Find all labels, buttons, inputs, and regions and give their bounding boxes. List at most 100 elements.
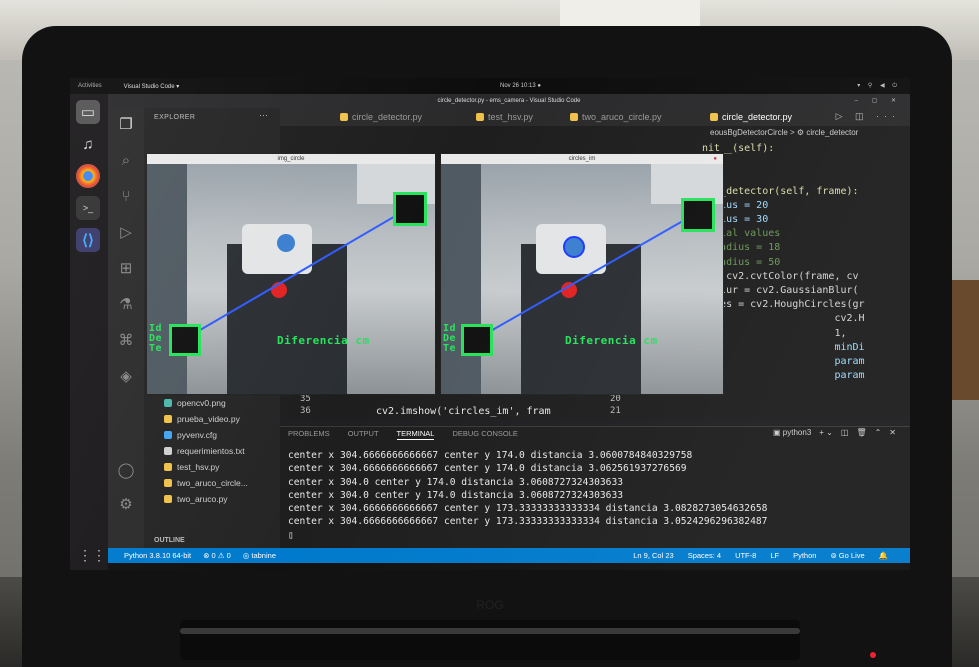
run-debug-icon[interactable]: ▷ [120,224,132,241]
gnome-top-bar: Activities Visual Studio Code ▾ Nov 26 1… [70,78,910,94]
code-line: cv2.imshow('circles_im', fram [376,406,551,417]
file-icon [164,399,172,407]
overlay-text: Diferencia cm [565,334,658,347]
opencv-window-img-circle[interactable]: img_circle Diferencia cm Id De Te [146,153,436,395]
aruco-marker [461,324,493,356]
terminal-line: center x 304.6666666666667 center y 174.… [288,463,687,475]
account-icon[interactable]: ◯ [117,462,135,479]
problems-count[interactable]: ⊗ 0 ⚠ 0 [203,551,231,560]
eol[interactable]: LF [770,551,780,560]
terminal-line: ▯ [288,529,294,541]
terminal-icon[interactable]: >_ [76,196,100,220]
close-icon[interactable]: ✕ [889,428,896,437]
code-line: s [702,156,865,170]
code-line: Radius = 20 [702,199,769,211]
trash-icon[interactable]: 🗑 [856,428,867,437]
tab-circle-detector-active[interactable]: circle_detector.py [710,108,792,126]
more-actions-icon[interactable]: ··· [259,110,268,120]
outline-section[interactable]: OUTLINE [154,537,185,544]
files-icon[interactable]: ▭ [76,100,100,124]
terminal-line: center x 304.6666666666667 center y 173.… [288,503,768,515]
clock[interactable]: Nov 26 10:13 ● [500,83,541,89]
status-bar: Python 3.8.10 64-bit ⊗ 0 ⚠ 0 ◎ tabnine L… [108,548,910,563]
tab-two-aruco-circle[interactable]: two_aruco_circle.py [570,108,662,126]
explorer-file-item[interactable]: prueba_video.py [164,414,240,424]
python-icon[interactable]: ⌘ [118,332,134,349]
overlay-text: Id De Te [149,323,163,354]
code-line: rcles = cv2.HoughCircles(gr [702,299,865,311]
python-file-icon [710,113,718,121]
window-controls[interactable]: – ▢ ✕ [854,98,902,104]
cursor-position[interactable]: Ln 9, Col 23 [633,551,674,560]
tab-output[interactable]: OUTPUT [347,429,379,438]
terminal-shell-select[interactable]: ▣ python3 [773,428,812,437]
code-line: param [702,370,865,382]
aruco-marker [169,324,201,356]
extensions-icon[interactable]: ⊞ [119,260,133,277]
bell-icon[interactable]: 🔔 [878,551,888,560]
ubuntu-dock: ▭ ♫ >_ ⟨⟩ ⋮⋮⋮ [70,94,120,570]
new-terminal-icon[interactable]: + ⌄ [819,428,833,437]
file-icon [164,479,172,487]
file-name: requerimientos.txt [177,446,245,456]
line-number: 20 [610,394,621,404]
file-name: pyvenv.cfg [177,430,218,440]
go-live-button[interactable]: ⊚ Go Live [830,551,865,560]
laptop-brand-mark: ROG [476,598,504,612]
tab-circle-detector[interactable]: circle_detector.py [340,108,422,126]
blue-ball [277,234,295,252]
terminal-actions: ▣ python3 + ⌄ ◫ 🗑 ⌃ ✕ [773,428,896,437]
explorer-file-item[interactable]: test_hsv.py [164,462,219,472]
language-mode[interactable]: Python [793,551,817,560]
file-name: test_hsv.py [177,462,220,472]
editor-visible-lines[interactable]: 35 36 cv2.imshow('circles_im', fram 20 2… [280,394,700,420]
activities-button[interactable]: Activities [78,83,102,89]
app-menu[interactable]: Visual Studio Code ▾ [123,83,180,90]
close-icon[interactable]: ● [713,156,717,162]
code-area[interactable]: nit__(self):s cle_detector(self, frame):… [702,142,865,383]
chevron-up-icon[interactable]: ⌃ [874,428,882,437]
code-line: cle_detector(self, frame): [702,185,859,197]
python-interpreter[interactable]: Python 3.8.10 64-bit [124,551,192,560]
source-control-icon[interactable]: ⑂ [121,187,131,205]
line-number: 21 [610,406,621,416]
indentation[interactable]: Spaces: 4 [687,551,722,560]
opencv-window-circles-im[interactable]: circles_im● Diferencia cm Id De Te [440,153,724,395]
explorer-file-item[interactable]: two_aruco.py [164,494,228,504]
remote-icon[interactable]: ◈ [120,368,132,385]
explorer-file-item[interactable]: opencv0.png [164,398,226,408]
split-terminal-icon[interactable]: ◫ [840,428,849,437]
code-line: nit__(self): [702,143,775,154]
code-line: y = cv2.cvtColor(frame, cv [702,270,859,282]
settings-gear-icon[interactable]: ⚙ [119,496,133,513]
explorer-file-item[interactable]: two_aruco_circle... [164,478,248,488]
file-name: prueba_video.py [177,414,240,424]
editor-actions[interactable]: ▷ ◫ ··· [835,111,900,121]
terminal-line: center x 304.6666666666667 center y 174.… [288,450,693,461]
screen-bottom [108,563,910,570]
file-icon [164,447,172,455]
tab-test-hsv[interactable]: test_hsv.py [476,108,533,126]
code-line: Radius = 30 [702,214,769,226]
explorer-file-item[interactable]: pyvenv.cfg [164,430,217,440]
system-tray[interactable]: ▾ ⚲ ◀ ⏻ [857,83,900,89]
encoding[interactable]: UTF-8 [735,551,757,560]
search-icon[interactable]: ⌕ [121,151,131,169]
tab-problems[interactable]: PROBLEMS [288,429,330,438]
rhythmbox-icon[interactable]: ♫ [82,135,94,153]
tab-debug-console[interactable]: DEBUG CONSOLE [452,429,518,438]
distance-line [474,213,696,341]
tabnine-status[interactable]: ◎ tabnine [242,551,276,560]
explorer-file-item[interactable]: requerimientos.txt [164,446,245,456]
chrome-icon[interactable] [76,164,100,188]
code-line: y_blur = cv2.GaussianBlur( [702,285,859,297]
explorer-icon[interactable]: ❐ [119,116,133,133]
vscode-icon[interactable]: ⟨⟩ [76,228,100,252]
cv-window-title[interactable]: img_circle [147,154,435,164]
cv-window-title[interactable]: circles_im● [441,154,723,164]
testing-icon[interactable]: ⚗ [119,296,133,313]
breadcrumb[interactable]: eousBgDetectorCircle > ⚙ circle_detector [710,128,859,137]
tab-terminal[interactable]: TERMINAL [396,429,435,440]
terminal-output[interactable]: center x 304.6666666666667 center y 174.… [288,449,767,542]
file-name: two_aruco.py [177,494,228,504]
